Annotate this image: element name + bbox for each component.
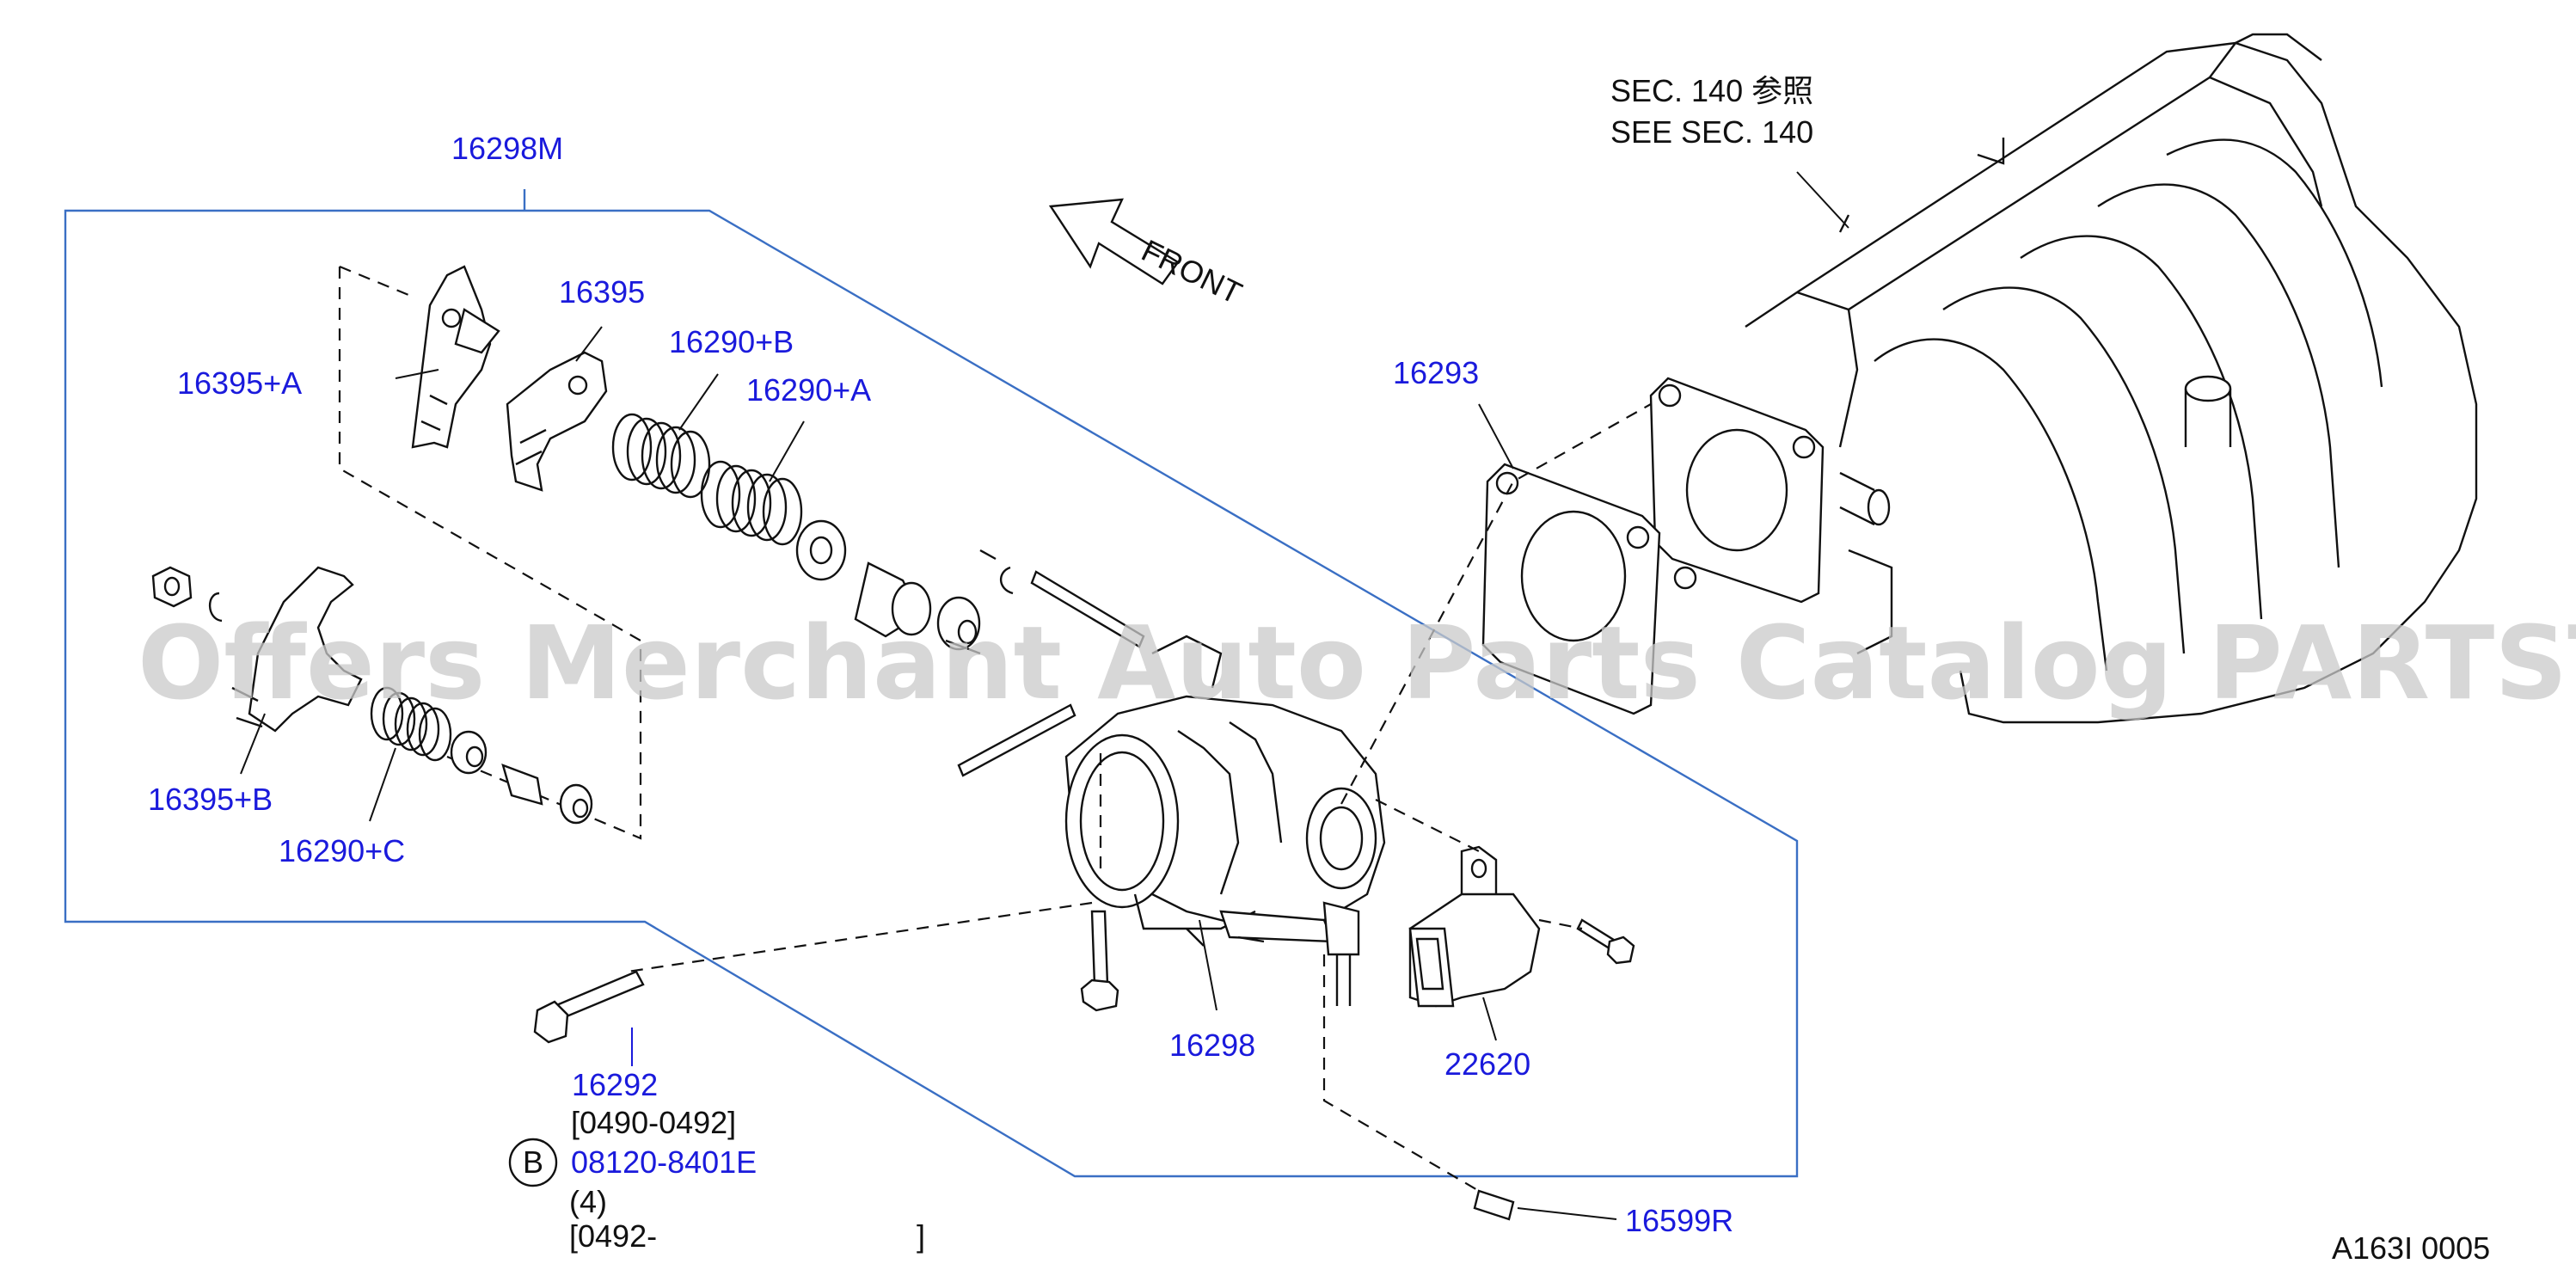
part-label-16298M[interactable]: 16298M xyxy=(451,131,563,166)
watermark-text: Offers Merchant Auto Parts Catalog PARTS… xyxy=(138,604,2576,722)
part-label-16395A[interactable]: 16395+A xyxy=(177,365,302,401)
part-label-16395[interactable]: 16395 xyxy=(559,274,645,310)
front-arrow-icon xyxy=(1048,198,1180,285)
part-16292-date-range: [0490-0492] xyxy=(571,1105,736,1140)
part-label-16290A[interactable]: 16290+A xyxy=(746,372,871,408)
part-label-22620[interactable]: 22620 xyxy=(1444,1046,1530,1082)
part-label-16298[interactable]: 16298 xyxy=(1169,1028,1255,1063)
gasket-drawing xyxy=(1481,463,1661,715)
throttle-sensor-drawing xyxy=(1408,845,1541,1008)
part-label-16293[interactable]: 16293 xyxy=(1393,355,1479,390)
bushings-drawing xyxy=(795,519,981,655)
part-08120-range-start: [0492- xyxy=(569,1218,657,1254)
intake-manifold-drawing xyxy=(1649,33,2478,724)
front-label: FRONT xyxy=(1136,232,1247,310)
lower-linkage-drawing xyxy=(151,566,593,825)
bolt-badge-letter: B xyxy=(523,1144,543,1180)
part-label-08120-8401E[interactable]: 08120-8401E xyxy=(571,1144,757,1180)
lever-16395-drawing xyxy=(506,351,608,492)
part-08120-quantity: (4) xyxy=(569,1184,607,1219)
part-08120-range-end: ] xyxy=(917,1218,925,1254)
part-label-16292[interactable]: 16292 xyxy=(572,1067,658,1102)
part-label-16290B[interactable]: 16290+B xyxy=(669,324,794,359)
drawing-code: A163I 0005 xyxy=(2332,1230,2490,1266)
throttle-body-drawing xyxy=(1064,635,1386,1012)
springs-drawing xyxy=(611,413,803,546)
lever-16395A-drawing xyxy=(411,265,500,449)
part-label-16290C[interactable]: 16290+C xyxy=(279,833,405,868)
kit-boundary-frame xyxy=(64,209,1799,1178)
bolt-badge-circle xyxy=(508,1138,558,1187)
part-label-16395B[interactable]: 16395+B xyxy=(148,782,273,817)
section-reference-jp: SEC. 140 参照 xyxy=(1610,73,1813,108)
part-label-16599R[interactable]: 16599R xyxy=(1625,1203,1733,1238)
section-reference-en: SEE SEC. 140 xyxy=(1610,114,1813,150)
